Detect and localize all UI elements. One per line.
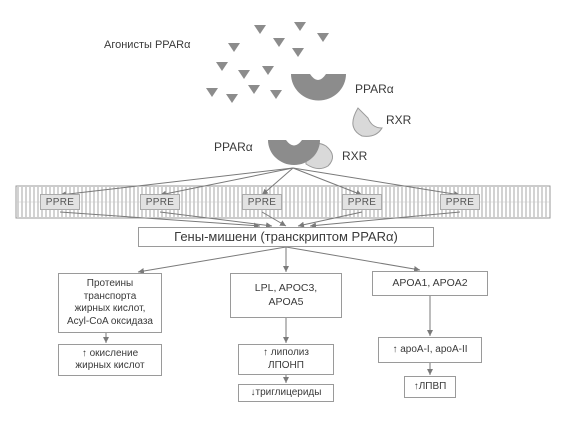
target-genes-label: Гены-мишени (транскриптом PPARα) [174, 228, 398, 244]
agonist-triangle [228, 43, 240, 52]
agonist-molecules [206, 22, 329, 103]
agonist-triangle [216, 62, 228, 71]
agonist-triangle [262, 66, 274, 75]
box-line: ЛПОНП [268, 359, 304, 371]
hdl-box: ↑ЛПВП [404, 376, 456, 398]
triglycerides-box: ↓триглицериды [238, 384, 334, 402]
box-line: жирных кислот, [74, 303, 146, 314]
ppar-bound-shape [268, 140, 320, 165]
ppre-element-4: PPRE [342, 194, 382, 210]
lpl-apoc3-box: LPL, APOC3, APOA5 [230, 273, 342, 318]
box-line: Протеины [86, 278, 134, 289]
agonist-triangle [238, 70, 250, 79]
box-line: ↑ липолиз [263, 347, 309, 358]
rxr-bound-label: RXR [342, 149, 368, 163]
vldl-lipolysis-box: ↑ липолиз ЛПОНП [238, 344, 334, 375]
agonist-triangle [292, 48, 304, 57]
agonist-triangle [294, 22, 306, 31]
agonist-triangle [206, 88, 218, 97]
box-line: транспорта [83, 290, 137, 302]
agonist-triangle [273, 38, 285, 47]
ppre-element-1: PPRE [40, 194, 80, 210]
apoa1-apoa2-box: APOA1, APOA2 [372, 271, 488, 296]
apoa-increase-box: ↑ apoA-I, apoA-II [378, 337, 482, 363]
agonist-triangle [254, 25, 266, 34]
fatty-acid-transport-box: Протеины транспорта жирных кислот, Acyl-… [58, 273, 162, 333]
ppre-element-2: PPRE [140, 194, 180, 210]
box-line: ↑ окисление [81, 347, 139, 359]
membrane-band [15, 185, 551, 219]
ppar-free-label: PPARα [355, 82, 394, 96]
agonist-triangle [270, 90, 282, 99]
box-line: APOA1, APOA2 [392, 276, 468, 289]
rxr-receptor-shape [352, 107, 383, 137]
box-line: LPL, APOC3, [254, 282, 318, 295]
box-line: ↑ЛПВП [413, 380, 447, 392]
ppre-element-5: PPRE [440, 194, 480, 210]
agonists-label: Агонисты PPARα [104, 39, 191, 51]
fan-lines [59, 167, 461, 383]
ppre-element-3: PPRE [242, 194, 282, 210]
box-line: ↑ apoA-I, apoA-II [392, 343, 468, 355]
fatty-acid-oxidation-box: ↑ окисление жирных кислот [58, 344, 162, 376]
agonist-triangle [248, 85, 260, 94]
ppar-bound-label: PPARα [214, 140, 253, 154]
rxr-free-label: RXR [386, 113, 412, 127]
box-line: APOA5 [268, 295, 304, 308]
agonist-triangle [226, 94, 238, 103]
agonist-triangle [317, 33, 329, 42]
ppar-receptor-shape [291, 74, 346, 101]
target-genes-box: Гены-мишени (транскриптом PPARα) [138, 227, 434, 247]
box-line: ↓триглицериды [250, 386, 322, 398]
box-line: Acyl-CoA оксидаза [67, 315, 153, 327]
box-line: жирных кислот [75, 360, 145, 371]
